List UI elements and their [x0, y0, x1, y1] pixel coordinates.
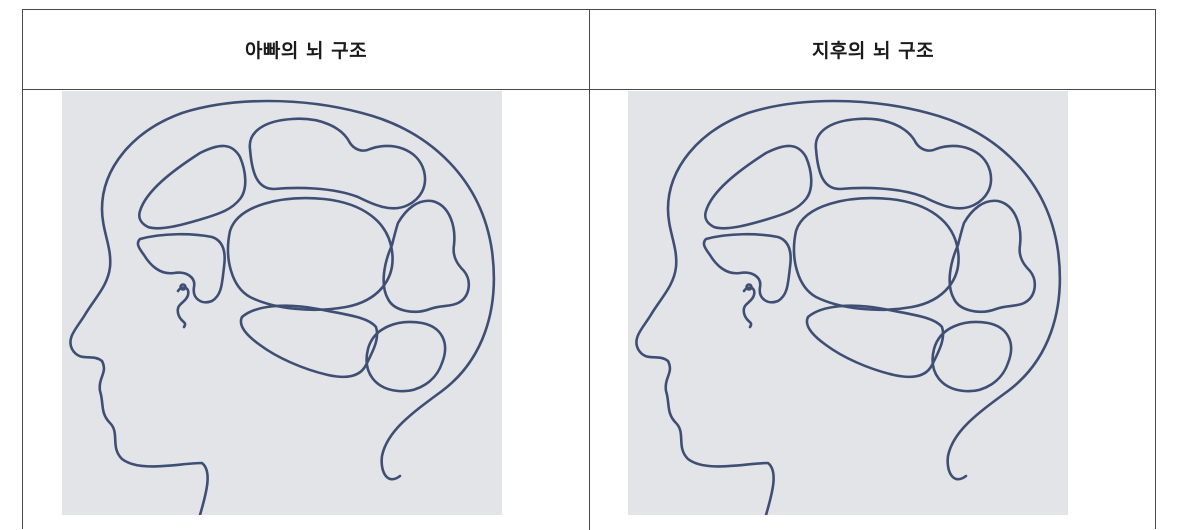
jihu-brain-image: [628, 91, 1068, 515]
brain-region-7: [365, 320, 447, 393]
comparison-table: 아빠의 뇌 구조 지후의 뇌 구조: [22, 9, 1156, 530]
brain-region-1: [137, 144, 247, 230]
column-divider: [589, 10, 590, 530]
brain-region-7: [931, 320, 1013, 393]
brain-region-6: [239, 304, 379, 379]
head-outline: [69, 99, 496, 515]
brain-region-6: [805, 304, 945, 379]
brain-region-4: [226, 196, 394, 312]
ear: [742, 286, 756, 329]
brain-region-3: [136, 232, 226, 304]
dad-brain-image: [62, 91, 502, 515]
brain-region-2: [248, 117, 427, 210]
ear: [176, 286, 190, 329]
brain-region-5: [948, 199, 1037, 313]
brain-region-4: [792, 196, 960, 312]
brain-region-2: [814, 117, 993, 210]
brain-region-1: [703, 144, 813, 230]
brain-region-5: [382, 199, 471, 313]
head-profile-brain-diagram: [69, 99, 496, 515]
column-header-jihu: 지후의 뇌 구조: [811, 40, 935, 62]
column-header-dad: 아빠의 뇌 구조: [244, 40, 368, 62]
brain-region-3: [702, 232, 792, 304]
head-profile-brain-diagram: [635, 99, 1062, 515]
head-outline: [635, 99, 1062, 515]
